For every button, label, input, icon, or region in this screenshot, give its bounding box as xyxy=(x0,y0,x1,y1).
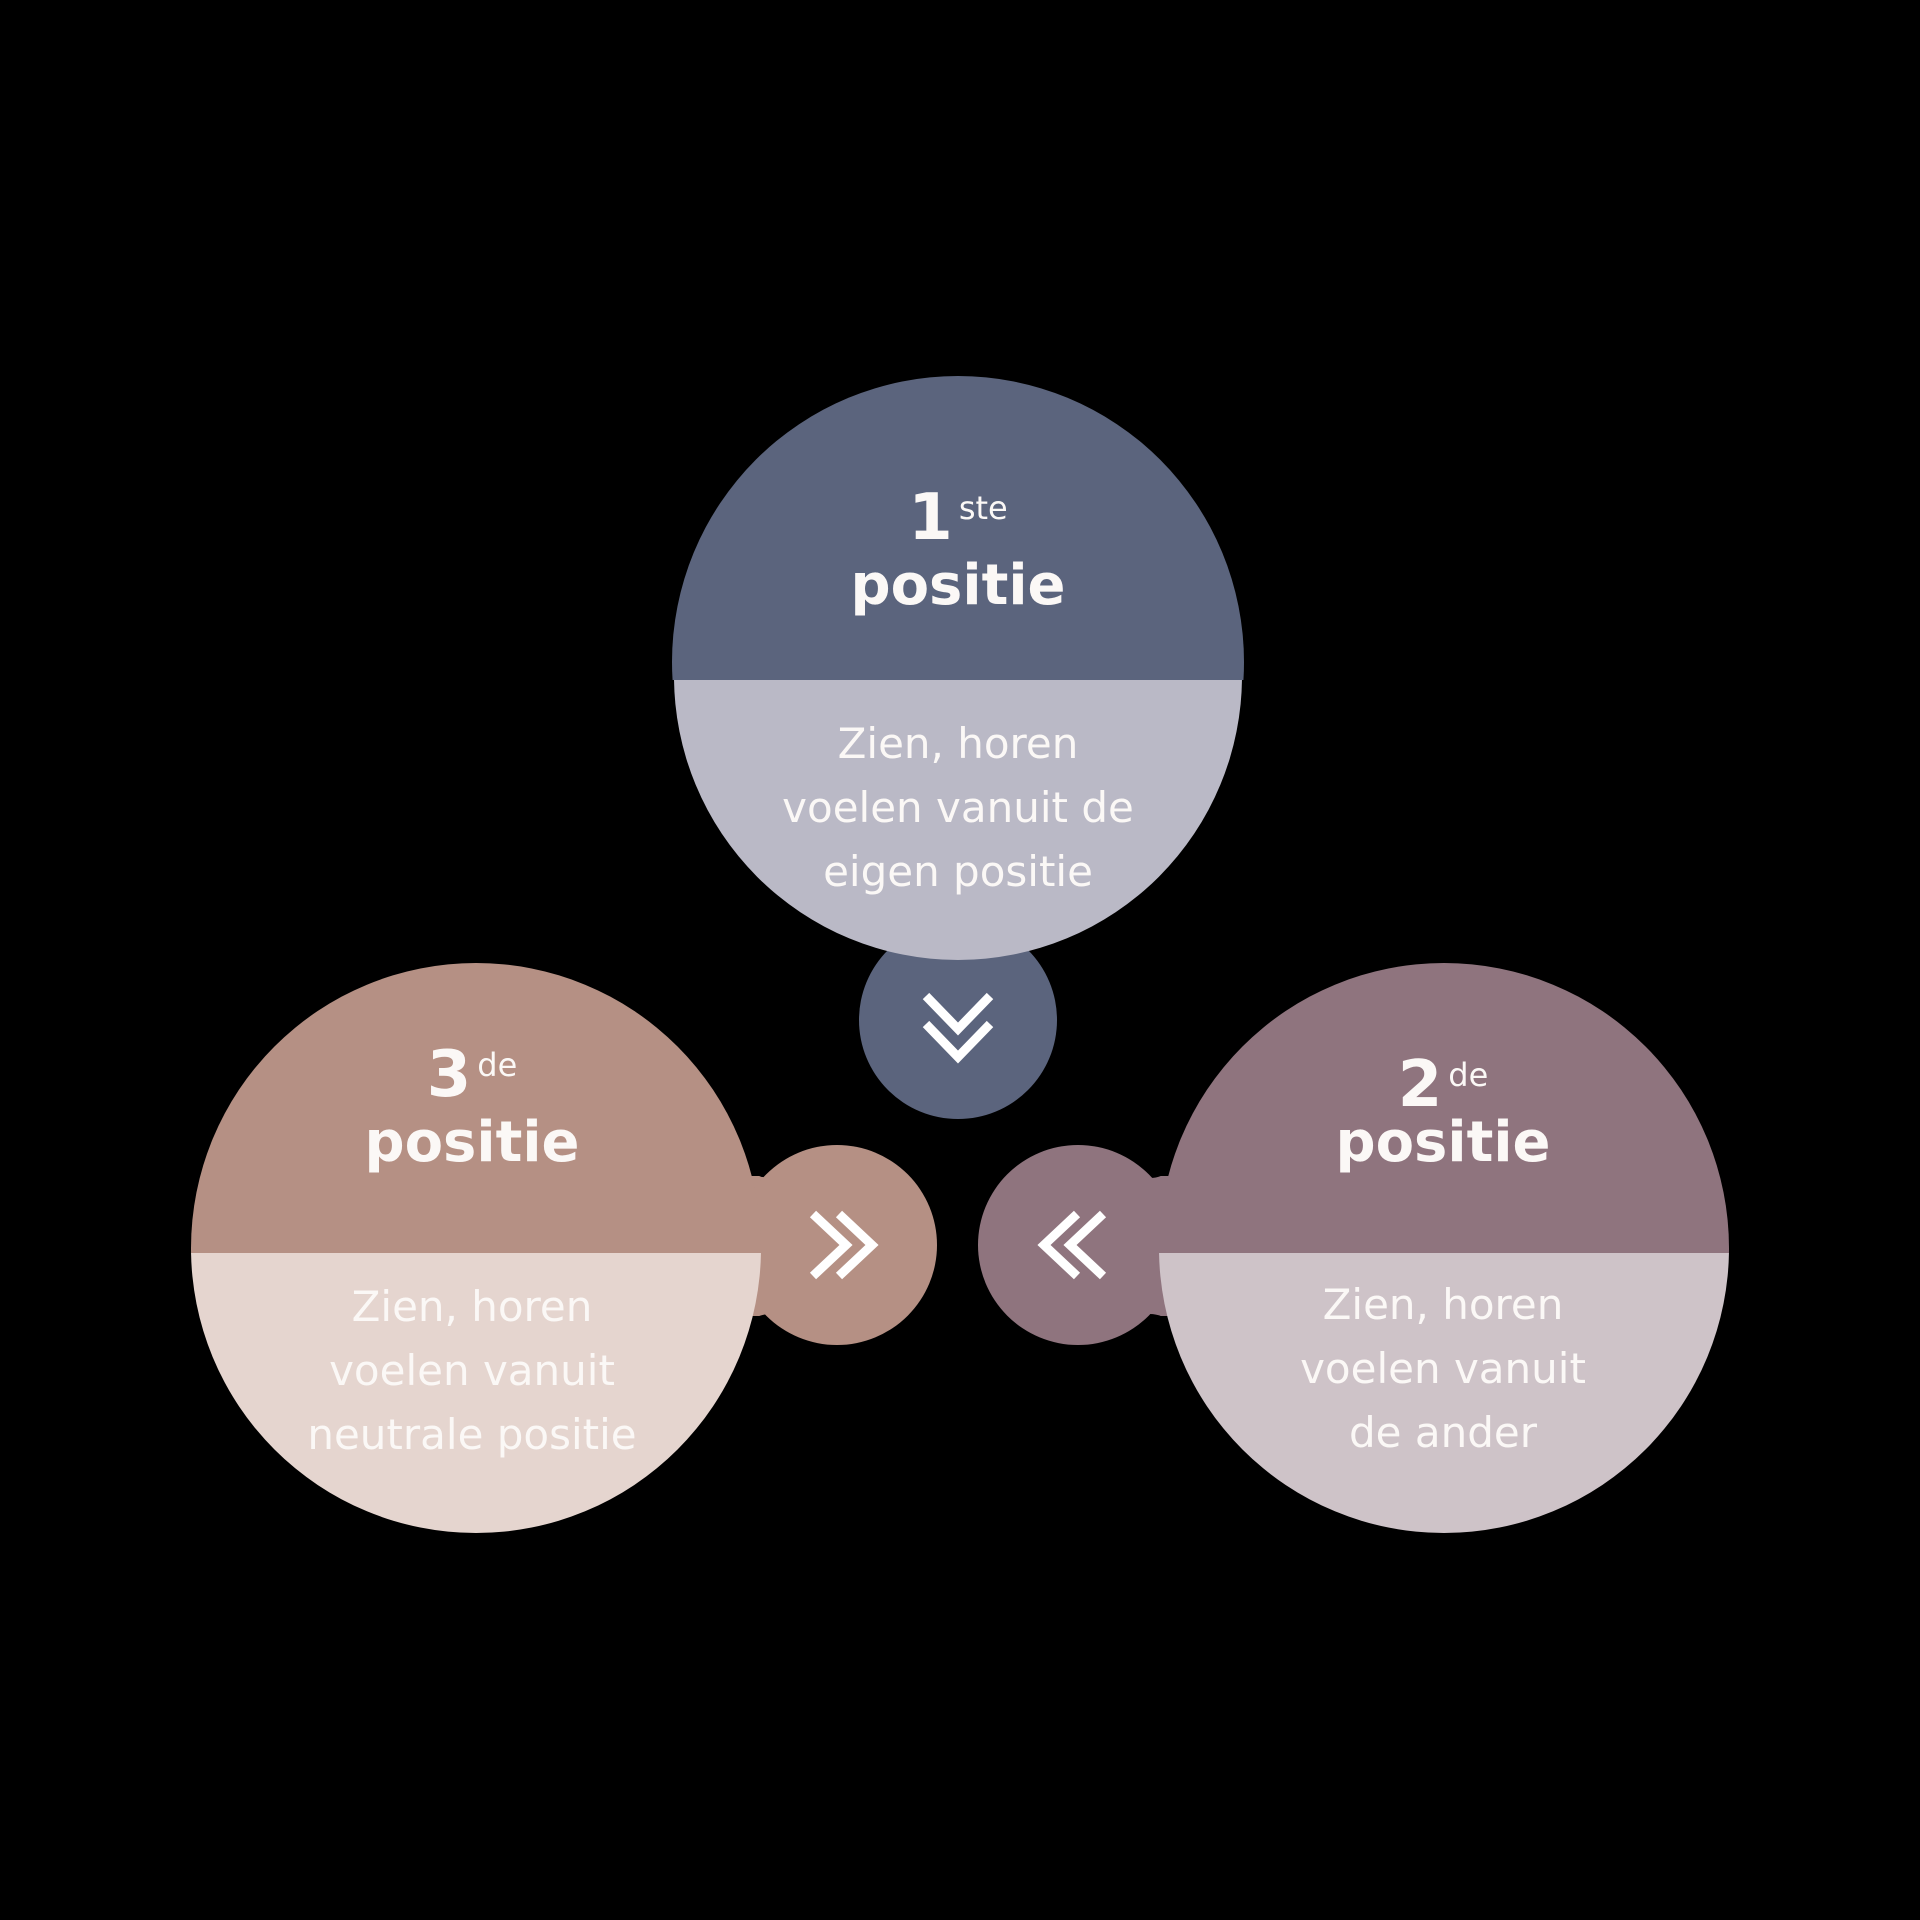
node-second-label: positie xyxy=(1335,1110,1551,1175)
node-third-description-line: Zien, horen xyxy=(351,1282,593,1331)
double-chevron-left-icon xyxy=(1037,1210,1107,1280)
connector-second-bubble xyxy=(978,1145,1178,1345)
connector-third-bubble xyxy=(737,1145,937,1345)
connector-first-bubble xyxy=(859,921,1057,1119)
node-second-description-line: de ander xyxy=(1349,1408,1537,1457)
node-third-label: positie xyxy=(364,1110,580,1175)
node-third-suffix: de xyxy=(477,1046,518,1084)
node-second-description-line: voelen vanuit xyxy=(1300,1344,1586,1393)
double-chevron-down-icon xyxy=(922,992,994,1064)
node-first-header-bg xyxy=(672,376,1244,680)
node-first-label: positie xyxy=(850,553,1066,618)
node-second-description-line: Zien, horen xyxy=(1322,1280,1564,1329)
node-first-shape xyxy=(672,376,1244,1119)
node-second-description: Zien, horen voelen vanuit de ander xyxy=(1193,1273,1693,1465)
node-first-description-line: eigen positie xyxy=(823,847,1093,896)
node-second-number: 2 xyxy=(1397,1048,1443,1122)
node-third-body-bg xyxy=(191,1253,761,1533)
node-first-description-line: Zien, horen xyxy=(837,719,1079,768)
node-third-description-line: neutrale positie xyxy=(307,1410,637,1459)
node-third-shape xyxy=(191,963,937,1533)
node-third-header-bg xyxy=(191,963,761,1253)
node-second-header-bg xyxy=(1159,963,1729,1253)
node-first-description-line: voelen vanuit de xyxy=(782,783,1134,832)
node-third-description-line: voelen vanuit xyxy=(329,1346,615,1395)
node-second-body-bg xyxy=(1159,1253,1729,1533)
node-first-number: 1 xyxy=(908,481,953,555)
node-second-shape xyxy=(978,963,1729,1533)
node-third-description: Zien, horen voelen vanuit neutrale posit… xyxy=(222,1275,722,1467)
node-third-number: 3 xyxy=(426,1038,472,1112)
node-first-body-bg xyxy=(674,680,1242,960)
node-first-suffix: ste xyxy=(958,489,1008,527)
node-second-suffix: de xyxy=(1448,1056,1489,1094)
node-first-description: Zien, horen voelen vanuit de eigen posit… xyxy=(708,712,1208,904)
double-chevron-right-icon xyxy=(809,1210,879,1280)
